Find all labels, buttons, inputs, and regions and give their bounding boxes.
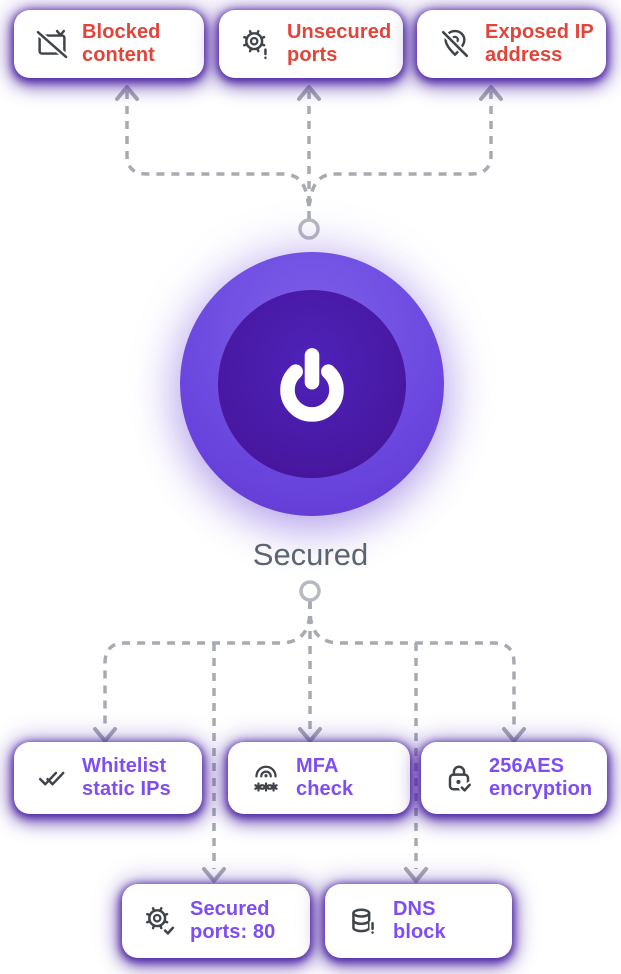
tv-off-icon (34, 26, 70, 62)
power-button[interactable] (180, 252, 444, 516)
location-off-icon (437, 26, 473, 62)
secured-status-label: Secured (252, 537, 369, 572)
connector-top-right (307, 91, 493, 207)
connector-bottom-left (103, 601, 312, 729)
gear-check-icon (142, 903, 178, 939)
power-icon (280, 348, 344, 422)
card-label: Unsecured ports (287, 20, 392, 66)
arrow-up-blocked-content (115, 85, 139, 101)
fingerprint-asterisks-icon (248, 760, 284, 796)
gear-alert-icon (239, 26, 275, 62)
connector-dot-bottom (299, 580, 321, 602)
card-label: MFA check (296, 754, 354, 800)
card-label: Secured ports: 80 (190, 897, 276, 943)
card-mfa-check: MFA check (228, 742, 410, 814)
card-256aes-encryption: 256AES encryption (421, 742, 607, 814)
card-label: Exposed IP address (485, 20, 594, 66)
power-button-face[interactable] (218, 290, 406, 478)
arrow-up-exposed-ip (479, 85, 503, 101)
card-unsecured-ports: Unsecured ports (219, 10, 403, 78)
arrow-down-secured-ports (202, 867, 226, 883)
arrow-down-encryption (502, 727, 526, 743)
card-label: DNS block (393, 897, 446, 943)
double-check-icon (34, 760, 70, 796)
card-label: Blocked content (82, 20, 161, 66)
card-blocked-content: Blocked content (14, 10, 204, 78)
connector-dot-top (298, 218, 320, 240)
connector-bottom-right (308, 601, 516, 729)
card-label: 256AES encryption (489, 754, 593, 800)
connector-top-left (125, 91, 311, 207)
arrow-down-whitelist (93, 727, 117, 743)
lock-check-icon (441, 760, 477, 796)
card-exposed-ip-address: Exposed IP address (417, 10, 606, 78)
card-label: Whitelist static IPs (82, 754, 171, 800)
arrow-down-dns-block (404, 867, 428, 883)
card-secured-ports-80: Secured ports: 80 (122, 884, 310, 958)
arrow-down-mfa (298, 727, 322, 743)
card-dns-block: DNS block (325, 884, 512, 958)
arrow-up-unsecured-ports (297, 85, 321, 101)
card-whitelist-static-ips: Whitelist static IPs (14, 742, 202, 814)
database-alert-icon (345, 903, 381, 939)
